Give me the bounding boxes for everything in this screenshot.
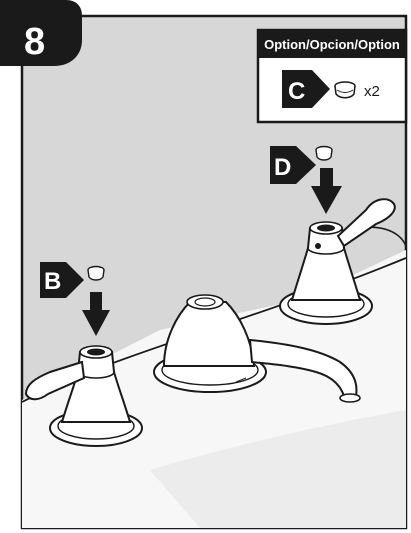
option-box: Option/Opcion/Option C x2 <box>258 30 406 122</box>
step-badge: 8 <box>0 0 82 66</box>
callout-b-letter: B <box>44 268 61 295</box>
option-title: Option/Opcion/Option <box>264 37 400 52</box>
step-number: 8 <box>24 21 45 63</box>
cap-icon <box>316 147 332 161</box>
callout-d-letter: D <box>274 154 291 181</box>
cap-icon <box>88 267 104 281</box>
cap-icon <box>335 82 355 98</box>
option-letter: C <box>288 78 305 105</box>
option-quantity: x2 <box>364 83 380 100</box>
